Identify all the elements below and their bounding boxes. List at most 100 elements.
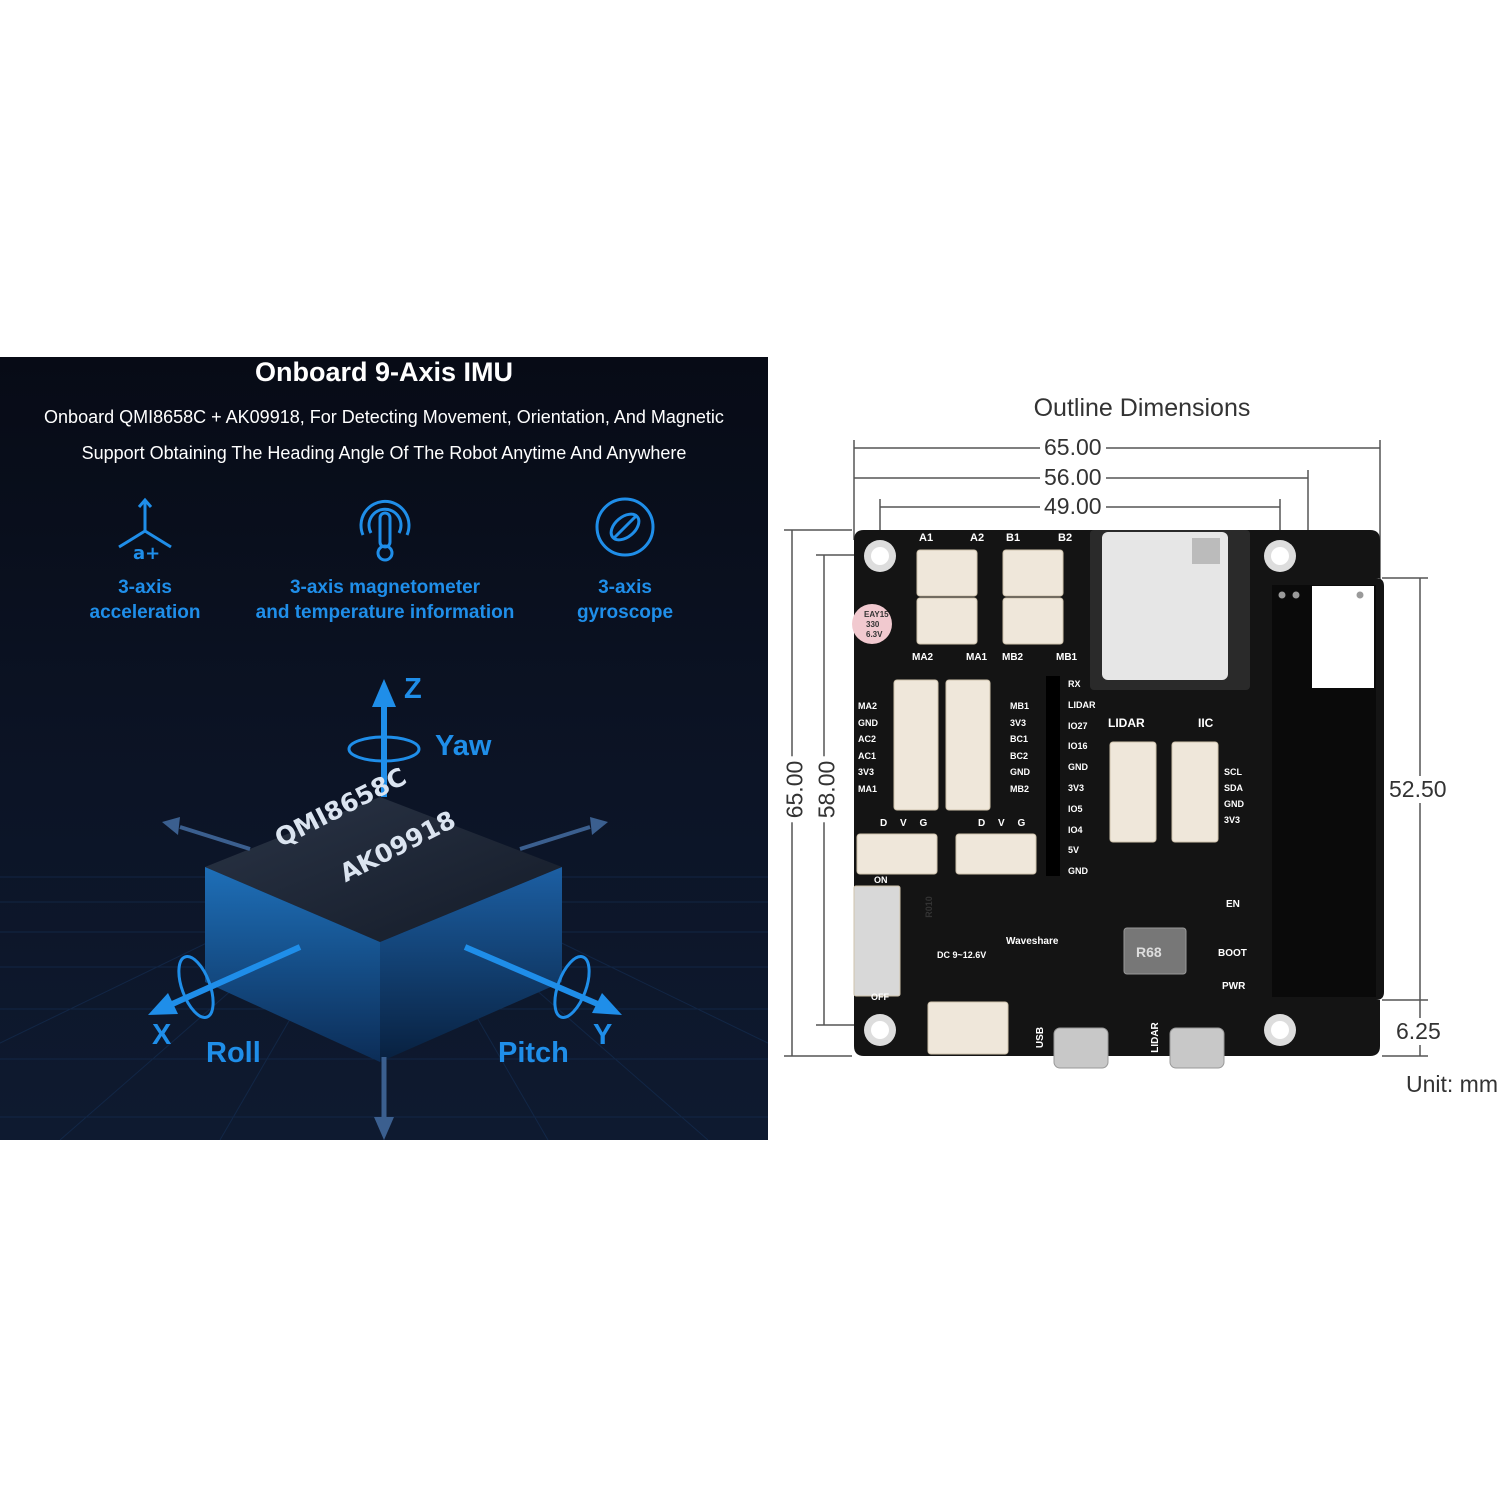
lidar-label: LIDAR (1108, 716, 1145, 730)
pin-label: G (1017, 818, 1026, 829)
pin-label: D (880, 818, 888, 829)
left-pin-labels: MA2 GND AC2 AC1 3V3 MA1 (858, 698, 878, 797)
dim-height-hole: 58.00 (813, 756, 841, 823)
switch-off-label: OFF (871, 992, 889, 1002)
usb-port-label: USB (1035, 1026, 1047, 1049)
unit-label: Unit: mm (1406, 1071, 1498, 1097)
pin-label: D (978, 818, 986, 829)
feature-gyroscope-line2: gyroscope (576, 602, 674, 623)
pin-label: IO4 (1068, 824, 1083, 835)
feature-acceleration-line2: acceleration (89, 602, 201, 623)
pin-label: V (998, 818, 1005, 829)
dc-input-label: DC 9~12.6V (937, 950, 987, 960)
pin-label: MA2 (858, 701, 878, 711)
pwr-label: PWR (1222, 981, 1246, 992)
pin-label: GND (858, 717, 878, 728)
dim-header-length: 52.50 (1385, 776, 1451, 803)
pitch-label: Pitch (498, 1037, 569, 1069)
servo1-labels: D V G (880, 818, 927, 829)
label-ma2: MA2 (912, 652, 934, 663)
iic-label: IIC (1198, 716, 1214, 730)
en-button-label: EN (1226, 899, 1240, 910)
pin-label: GND (1224, 799, 1244, 809)
cap-label-2: 330 (866, 620, 880, 629)
pin-label: GND (1068, 762, 1088, 773)
pin-label: RX (1068, 679, 1081, 689)
dim-width-total: 65.00 (1040, 434, 1106, 461)
pin-label: MB1 (1010, 701, 1030, 711)
imu-axes (148, 679, 622, 1140)
imu-perspective-grid (0, 679, 768, 1140)
pin-label: LIDAR (1068, 699, 1096, 710)
pin-label: 3V3 (1224, 815, 1241, 825)
pin-label: 3V3 (858, 767, 875, 777)
outline-title: Outline Dimensions (1033, 394, 1251, 422)
cap-label-3: 6.3V (866, 630, 883, 639)
pin-label: GND (1068, 866, 1088, 877)
outline-panel: Outline Dimensions (772, 380, 1498, 1140)
label-mb2: MB2 (1002, 652, 1024, 663)
label-a2: A2 (970, 532, 985, 544)
boot-button-label: BOOT (1218, 948, 1247, 959)
pin-label: MA1 (858, 783, 878, 794)
pin-label: SCL (1224, 767, 1242, 777)
dimension-drawing (784, 440, 1428, 1069)
axis-y-label: Y (593, 1019, 613, 1051)
roll-label: Roll (206, 1037, 261, 1069)
feature-gyroscope: 3-axis gyroscope (545, 495, 705, 625)
iic-pin-labels: SCL SDA GND 3V3 (1224, 764, 1244, 828)
resistor-label: R010 (923, 896, 934, 918)
dim-width-hole: 56.00 (1040, 464, 1106, 491)
pin-label: GND (1010, 767, 1030, 777)
pin-label: G (919, 818, 928, 829)
pin-label: AC2 (858, 734, 877, 744)
imu-subtitle-line1: Onboard QMI8658C + AK09918, For Detectin… (44, 407, 724, 427)
feature-acceleration: a+ 3-axis acceleration (60, 495, 230, 625)
servo2-labels: D V G (978, 818, 1025, 829)
feature-gyroscope-line1: 3-axis (598, 577, 652, 598)
switch-on-label: ON (874, 875, 888, 885)
thermometer-magnet-icon (359, 499, 411, 562)
imu-subtitle-line2: Support Obtaining The Heading Angle Of T… (81, 443, 687, 463)
rotation-arrows (177, 735, 591, 1019)
gyroscope-icon (595, 497, 655, 557)
pin-label: IO5 (1068, 803, 1083, 814)
inductor-label: R68 (1136, 944, 1162, 960)
pin-label: 3V3 (1010, 717, 1027, 728)
cap-label-1: EAY15 (864, 610, 889, 619)
dim-bottom-offset: 6.25 (1392, 1018, 1445, 1045)
pin-label: BC2 (1010, 750, 1029, 761)
pin-label: AC1 (858, 750, 877, 761)
brand-label: Waveshare (1006, 936, 1059, 947)
label-b2: B2 (1058, 532, 1073, 544)
yaw-label: Yaw (435, 730, 492, 762)
dim-height-total: 65.00 (781, 756, 809, 823)
label-ma1: MA1 (966, 652, 988, 663)
dim-width-inner: 49.00 (1040, 493, 1106, 520)
pin-label: SDA (1224, 783, 1244, 793)
imu-chip (205, 797, 562, 1062)
svg-text:a+: a+ (133, 543, 160, 564)
axis-z-label: Z (404, 673, 422, 705)
pcb-board (852, 530, 1384, 1069)
feature-magnetometer-line1: 3-axis magnetometer (289, 577, 481, 598)
pin-label: 3V3 (1068, 782, 1085, 793)
pin-label: 5V (1068, 845, 1080, 856)
axis-x-label: X (152, 1019, 172, 1051)
header-pin-labels: RX LIDAR IO27 IO16 GND 3V3 IO5 IO4 5V GN… (1068, 674, 1096, 882)
pin-label: IO27 (1068, 720, 1088, 731)
pin-label: V (900, 818, 907, 829)
lidar-port-label: LIDAR (1149, 1022, 1161, 1053)
pin-label: MB2 (1010, 783, 1030, 794)
label-b1: B1 (1006, 532, 1021, 544)
feature-acceleration-line1: 3-axis (118, 577, 172, 598)
pin-label: IO16 (1068, 741, 1088, 752)
imu-panel: Onboard 9-Axis IMU Onboard QMI8658C + AK… (0, 357, 768, 1140)
imu-title: Onboard 9-Axis IMU (254, 357, 514, 387)
label-mb1: MB1 (1056, 652, 1078, 663)
label-a1: A1 (919, 532, 934, 544)
right-pin-labels: MB1 3V3 BC1 BC2 GND MB2 (1010, 698, 1030, 797)
feature-magnetometer-line2: and temperature information (255, 602, 515, 623)
feature-magnetometer: 3-axis magnetometer and temperature info… (230, 495, 540, 625)
acceleration-axes-icon: a+ (118, 497, 172, 564)
